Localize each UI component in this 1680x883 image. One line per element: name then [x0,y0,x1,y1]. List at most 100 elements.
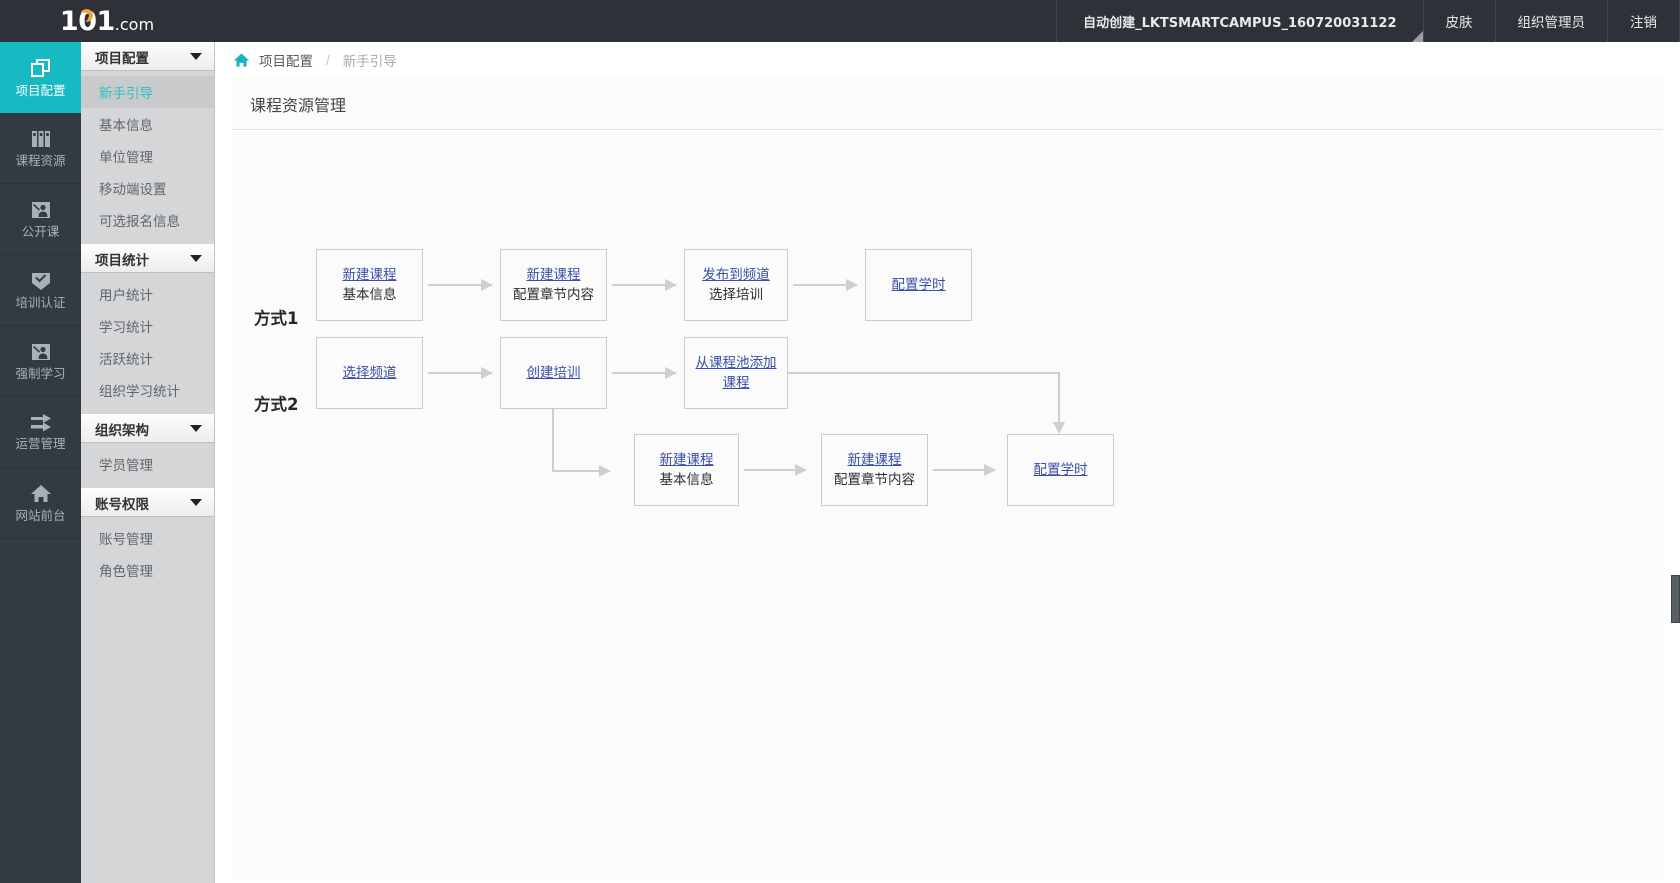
node-link[interactable]: 新建课程 [659,452,714,468]
node-link[interactable]: 新建课程 [342,267,397,283]
arrow-down-to-hours [1053,422,1065,434]
rail-item-operations[interactable]: 运营管理 [0,397,81,468]
line-pool-to-hours-v [1058,372,1060,426]
rail-label: 公开课 [21,224,60,239]
arrow-branch-1 [744,464,807,476]
rail-item-site-frontend[interactable]: 网站前台 [0,468,81,539]
node-sub: 配置章节内容 [513,287,594,302]
page-title: 课程资源管理 [232,78,1663,130]
group-title: 项目配置 [95,50,149,66]
rail-label: 运营管理 [15,436,66,451]
double-arrow-icon [29,413,53,433]
node-sub: 选择培训 [709,287,763,302]
chevron-down-icon [190,255,202,262]
node-link[interactable]: 创建培训 [526,365,581,381]
node-way1-new-course-basic[interactable]: 新建课程 基本信息 [316,249,423,321]
node-link[interactable]: 新建课程 [847,452,902,468]
rail-item-mandatory-study[interactable]: 强制学习 [0,326,81,397]
line-pool-to-hours-h [788,372,1060,374]
node-way2-select-channel[interactable]: 选择频道 [316,337,423,409]
breadcrumb-current: 新手引导 [342,54,397,69]
node-sub: 配置章节内容 [834,472,915,487]
breadcrumb: 项目配置 / 新手引导 [215,42,1680,78]
site-logo[interactable]: 101.com [0,0,176,42]
sidebar-item-study-stats[interactable]: 学习统计 [99,320,153,335]
sidebar-item-unit-mgmt[interactable]: 单位管理 [99,150,153,165]
breadcrumb-parent[interactable]: 项目配置 [259,54,313,69]
books-icon [30,128,52,150]
sidebar-item-newbie-guide[interactable]: 新手引导 [81,76,214,108]
rail-label: 培训认证 [15,295,66,310]
arrow-training-branch [562,465,611,477]
sidebar-item-basic-info[interactable]: 基本信息 [99,118,153,133]
node-sub: 基本信息 [342,287,397,302]
arrow-way2-1 [428,367,493,379]
way1-label: 方式1 [254,309,299,328]
menu-group-body: 学员管理 [81,443,214,488]
menu-group-account-permission[interactable]: 账号权限 [81,488,214,517]
rail-label: 网站前台 [15,508,66,523]
node-branch-configure-hours[interactable]: 配置学时 [1007,434,1114,506]
line-training-branch-v [552,409,554,471]
group-title: 组织架构 [95,422,149,438]
node-way2-create-training[interactable]: 创建培训 [500,337,607,409]
arrow-way1-2 [612,279,677,291]
node-way1-configure-hours[interactable]: 配置学时 [865,249,972,321]
node-link[interactable]: 从课程池添加课程 [695,355,777,390]
skin-button[interactable]: 皮肤 [1422,0,1495,42]
node-branch-new-course-chapters[interactable]: 新建课程 配置章节内容 [821,434,928,506]
rail-item-project-config[interactable]: 项目配置 [0,42,81,113]
sidebar-item-account-mgmt[interactable]: 账号管理 [99,532,153,547]
sidebar-item-org-study-stats[interactable]: 组织学习统计 [99,384,180,399]
node-link[interactable]: 配置学时 [891,277,946,293]
menu-group-project-config[interactable]: 项目配置 [81,42,214,71]
menu-group-org-structure[interactable]: 组织架构 [81,414,214,443]
rail-item-course-resources[interactable]: 课程资源 [0,113,81,184]
arrow-way2-2 [612,367,677,379]
node-way2-add-from-pool[interactable]: 从课程池添加课程 [684,337,788,409]
copy-pages-icon [29,56,53,80]
node-branch-new-course-basic[interactable]: 新建课程 基本信息 [634,434,739,506]
chevron-down-icon [190,425,202,432]
sidebar-item-student-mgmt[interactable]: 学员管理 [99,458,153,473]
node-link[interactable]: 新建课程 [526,267,581,283]
main-content: 项目配置 / 新手引导 课程资源管理 方式1 新建课程 基本信息 新建课程 配置… [215,42,1680,883]
sidebar-item-optional-signup-info[interactable]: 可选报名信息 [99,214,180,229]
node-way1-publish-channel[interactable]: 发布到频道 选择培训 [684,249,788,321]
rail-item-open-course[interactable]: 公开课 [0,184,81,255]
home-icon[interactable] [233,52,250,69]
menu-group-body: 新手引导 基本信息 单位管理 移动端设置 可选报名信息 [81,71,214,244]
way2-label: 方式2 [254,395,299,414]
page-scrollbar-track[interactable] [1671,42,1680,883]
page-scrollbar-thumb[interactable] [1671,575,1680,623]
menu-group-body: 用户统计 学习统计 活跃统计 组织学习统计 [81,273,214,414]
rail-label: 课程资源 [15,153,66,168]
rail-item-training-cert[interactable]: 培训认证 [0,255,81,326]
group-title: 账号权限 [95,496,149,512]
sidebar-item-user-stats[interactable]: 用户统计 [99,288,153,303]
sidebar-item-mobile-settings[interactable]: 移动端设置 [99,182,167,197]
node-link[interactable]: 发布到频道 [702,267,770,283]
menu-group-body: 账号管理 角色管理 [81,517,214,594]
flow-diagram-canvas: 方式1 新建课程 基本信息 新建课程 配置章节内容 发布到频道 选择培训 配置学… [232,130,1663,880]
arrow-branch-2 [933,464,996,476]
arrow-way1-3 [793,279,858,291]
node-link[interactable]: 配置学时 [1033,462,1088,478]
breadcrumb-separator: / [326,52,330,68]
arrow-way1-1 [428,279,493,291]
header-spacer [176,0,1056,42]
node-link[interactable]: 选择频道 [342,365,397,381]
account-name[interactable]: 自动创建_LKTSMARTCAMPUS_160720031122 [1056,0,1423,42]
presenter-icon [30,199,52,221]
group-title: 项目统计 [95,252,149,268]
logout-button[interactable]: 注销 [1607,0,1680,42]
rail-label: 强制学习 [15,366,66,381]
sidebar-item-active-stats[interactable]: 活跃统计 [99,352,153,367]
role-button[interactable]: 组织管理员 [1494,0,1608,42]
chevron-down-icon [190,53,202,60]
resize-corner-icon [1411,31,1423,42]
rail-empty-space [0,539,81,869]
sidebar-item-role-mgmt[interactable]: 角色管理 [99,564,153,579]
menu-group-project-stats[interactable]: 项目统计 [81,244,214,273]
node-way1-new-course-chapters[interactable]: 新建课程 配置章节内容 [500,249,607,321]
